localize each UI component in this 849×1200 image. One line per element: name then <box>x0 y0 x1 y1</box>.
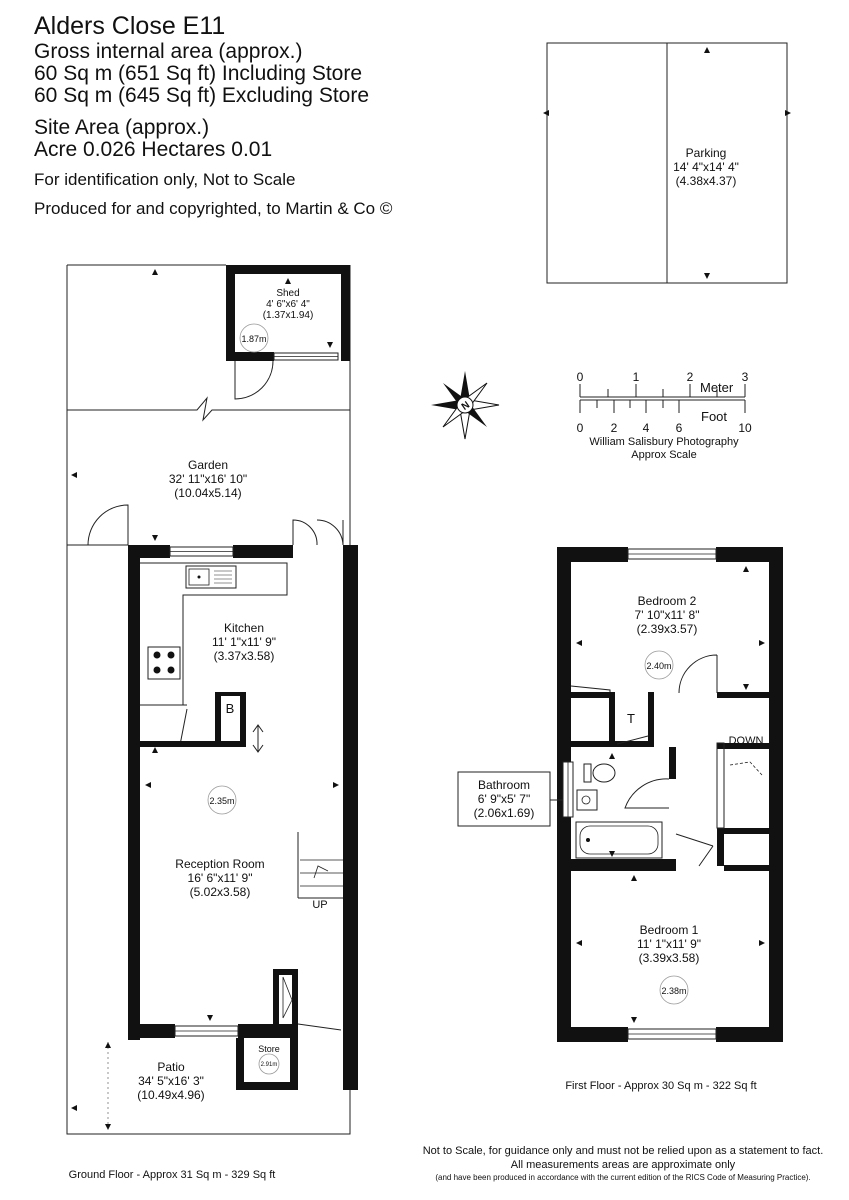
garden-dim-imperial: 32' 11"x16' 10" <box>169 472 247 486</box>
site-area-label: Site Area (approx.) <box>34 116 210 139</box>
kitchen-name: Kitchen <box>224 621 264 635</box>
area-excluding-store: 60 Sq m (645 Sq ft) Excluding Store <box>34 84 370 107</box>
shed-height-label: 1.87m <box>241 334 266 344</box>
meter-tick-2: 2 <box>687 370 694 384</box>
foot-label: Foot <box>701 409 727 424</box>
stairs-down-label: DOWN <box>729 735 764 747</box>
parking-name: Parking <box>686 146 727 160</box>
stairs-up-label: UP <box>312 899 327 911</box>
footer-disclaimer: Not to Scale, for guidance only and must… <box>400 1144 846 1183</box>
bathroom-callout: Bathroom 6' 9"x5' 7" (2.06x1.69) <box>457 771 563 827</box>
store-name: Store <box>258 1044 280 1054</box>
site-area-value: Acre 0.026 Hectares 0.01 <box>34 138 273 161</box>
shed-dim-metric: (1.37x1.94) <box>263 310 314 321</box>
garden-dim-metric: (10.04x5.14) <box>174 486 241 500</box>
bedroom1-name: Bedroom 1 <box>640 923 699 937</box>
bathroom-name: Bathroom <box>478 778 530 792</box>
bedroom2-name: Bedroom 2 <box>638 594 697 608</box>
footer-line-2: All measurements areas are approximate o… <box>510 1159 736 1171</box>
bedroom2-height-label: 2.40m <box>646 661 671 671</box>
bedroom1-dim-metric: (3.39x3.58) <box>639 951 700 965</box>
foot-tick-4: 4 <box>643 421 650 435</box>
bedroom1-dim-imperial: 11' 1"x11' 9" <box>637 937 701 951</box>
meter-label: Meter <box>700 380 734 395</box>
boiler-label: B <box>226 701 235 716</box>
meter-tick-3: 3 <box>742 370 749 384</box>
patio-dim-imperial: 34' 5"x16' 3" <box>138 1074 204 1088</box>
compass-rose: N <box>431 371 500 440</box>
shed: 1.87m Shed 4' 6"x6' 4" (1.37x1.94) <box>226 265 350 400</box>
ground-floor-plan: B Kitchen 11' 1"x11' 9" (3.37x3.58) 2.35… <box>87 504 358 1090</box>
reception-dim-imperial: 16' 6"x11' 9" <box>188 871 253 885</box>
store-height-label: 2.91m <box>261 1062 278 1068</box>
patio-area: Patio 34' 5"x16' 3" (10.49x4.96) <box>66 545 351 1135</box>
bathroom-dim-imperial: 6' 9"x5' 7" <box>478 792 530 806</box>
bedroom2-dim-imperial: 7' 10"x11' 8" <box>635 608 700 622</box>
patio-dim-metric: (10.49x4.96) <box>137 1088 204 1102</box>
footer-line-3: (and have been produced in accordance wi… <box>435 1173 811 1182</box>
parking-dim-imperial: 14' 4"x14' 4" <box>673 160 739 174</box>
ground-floor-caption: Ground Floor - Approx 31 Sq m - 329 Sq f… <box>69 1169 276 1181</box>
scale-credit: William Salisbury Photography <box>589 436 739 448</box>
foot-tick-10: 10 <box>738 421 752 435</box>
scale-caption: Approx Scale <box>631 449 696 461</box>
bedroom1-height-label: 2.38m <box>661 986 686 996</box>
gia-label: Gross internal area (approx.) <box>34 40 303 63</box>
cupboard-t-label: T <box>627 711 635 726</box>
shed-dim-imperial: 4' 6"x6' 4" <box>266 299 310 310</box>
scale-bar: 0 1 2 3 Meter Foot 0 2 4 6 10 William Sa… <box>577 370 752 461</box>
foot-tick-2: 2 <box>611 421 618 435</box>
reception-height-label: 2.35m <box>209 796 234 806</box>
parking-dim-metric: (4.38x4.37) <box>676 174 737 188</box>
kitchen-dim-metric: (3.37x3.58) <box>214 649 275 663</box>
footer-line-1: Not to Scale, for guidance only and must… <box>422 1145 824 1157</box>
first-floor-plan: T DOWN Bedroom 2 <box>557 547 783 1042</box>
garden-name: Garden <box>188 458 228 472</box>
foot-tick-6: 6 <box>676 421 683 435</box>
reception-dim-metric: (5.02x3.58) <box>190 885 251 899</box>
shed-name: Shed <box>276 288 299 299</box>
kitchen-dim-imperial: 11' 1"x11' 9" <box>212 635 276 649</box>
patio-name: Patio <box>157 1060 185 1074</box>
meter-tick-1: 1 <box>633 370 640 384</box>
area-including-store: 60 Sq m (651 Sq ft) Including Store <box>34 62 363 85</box>
bathroom-dim-metric: (2.06x1.69) <box>474 806 535 820</box>
meter-tick-0: 0 <box>577 370 584 384</box>
reception-name: Reception Room <box>175 857 264 871</box>
foot-tick-0: 0 <box>577 421 584 435</box>
header-block: Alders Close E11 Gross internal area (ap… <box>34 14 392 219</box>
identification-disclaimer: For identification only, Not to Scale <box>34 170 296 189</box>
bedroom2-dim-metric: (2.39x3.57) <box>637 622 698 636</box>
property-title: Alders Close E11 <box>34 12 226 40</box>
first-floor-caption: First Floor - Approx 30 Sq m - 322 Sq ft <box>565 1080 756 1092</box>
parking-area: Parking 14' 4"x14' 4" (4.38x4.37) <box>543 42 791 284</box>
copyright-line: Produced for and copyrighted, to Martin … <box>34 199 393 218</box>
